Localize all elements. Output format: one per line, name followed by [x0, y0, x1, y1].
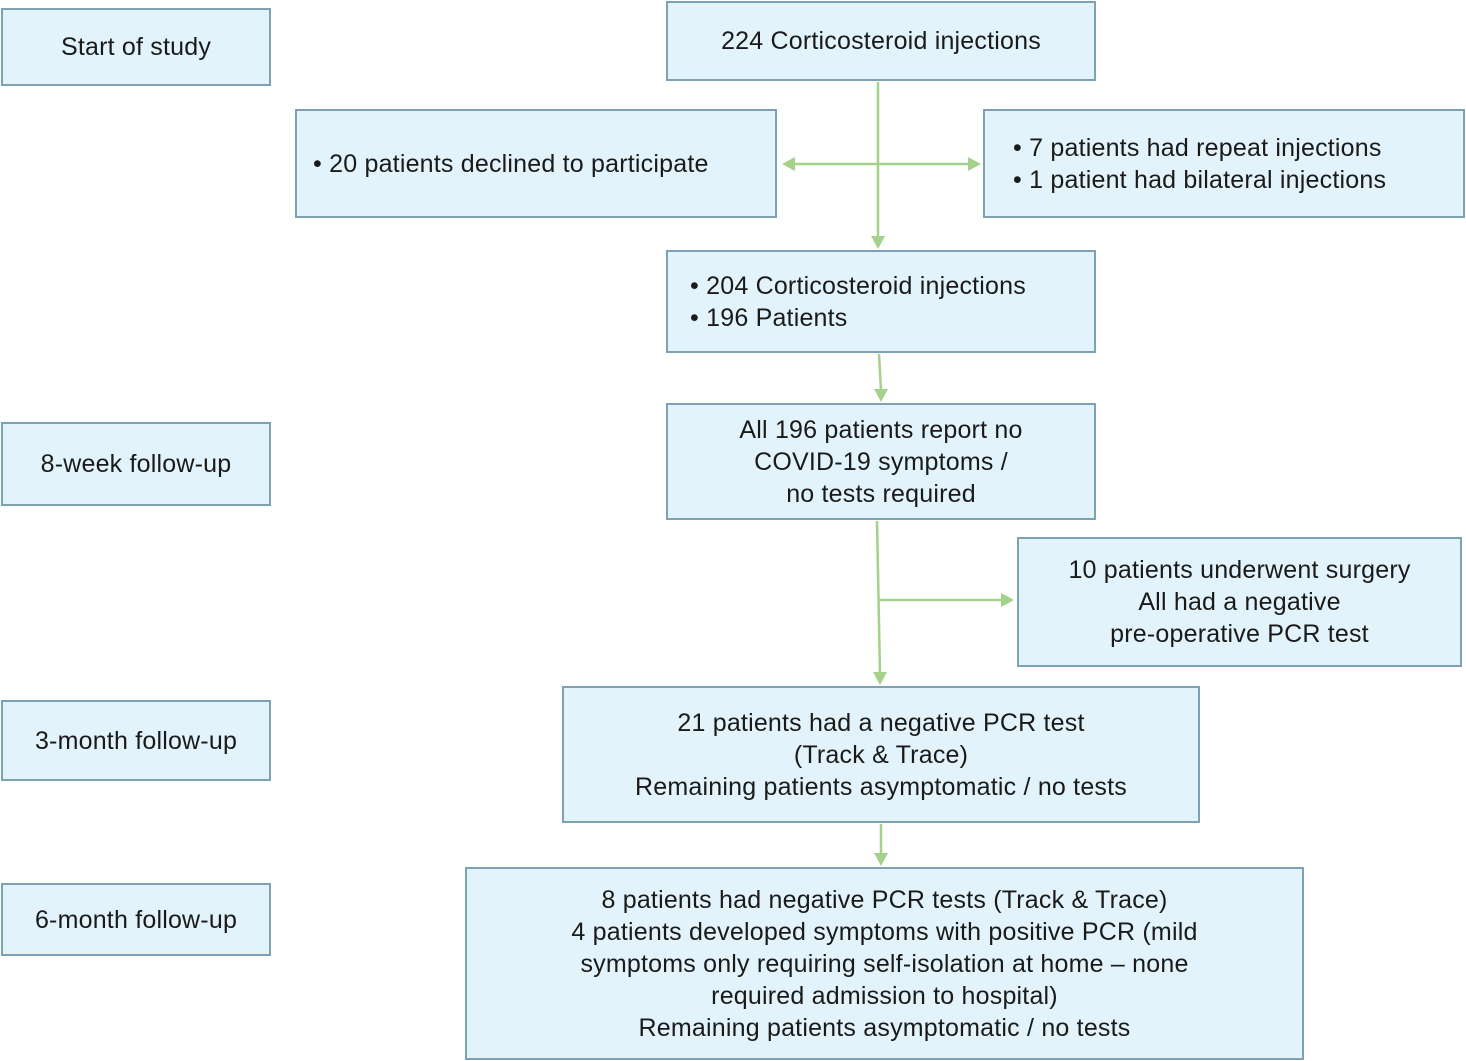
arrowhead-declined — [782, 157, 795, 171]
month6-result-box: 8 patients had negative PCR tests (Track… — [465, 867, 1304, 1060]
box-line: 8 patients had negative PCR tests (Track… — [601, 885, 1168, 914]
box-line: 21 patients had a negative PCR test — [677, 708, 1085, 737]
week8-result-box: All 196 patients report no COVID-19 symp… — [666, 403, 1096, 520]
box-line: 20 patients declined to participate — [313, 148, 709, 180]
excluded-box: 7 patients had repeat injections 1 patie… — [983, 109, 1465, 218]
month3-result-box: 21 patients had a negative PCR test (Tra… — [562, 686, 1200, 823]
box-line: 4 patients developed symptoms with posit… — [571, 917, 1198, 946]
declined-box: 20 patients declined to participate — [295, 109, 777, 218]
stage-label: 8-week follow-up — [40, 450, 232, 478]
arrowhead-included — [871, 236, 885, 249]
box-line: All had a negative — [1138, 588, 1341, 616]
stage-8-week-follow-up: 8-week follow-up — [1, 422, 271, 506]
stage-label: 6-month follow-up — [34, 905, 238, 934]
box-line: 224 Corticosteroid injections — [721, 27, 1041, 55]
stage-6-month-follow-up: 6-month follow-up — [1, 883, 271, 956]
stage-label: Start of study — [60, 33, 212, 61]
initial-injections-box: 224 Corticosteroid injections — [666, 1, 1096, 81]
box-line: (Track & Trace) — [793, 740, 969, 769]
stage-label: 3-month follow-up — [34, 726, 238, 755]
box-line: required admission to hospital) — [711, 981, 1058, 1010]
box-line: All 196 patients report no — [739, 415, 1023, 444]
box-line: symptoms only requiring self-isolation a… — [580, 949, 1189, 978]
box-line: 7 patients had repeat injections — [1013, 132, 1382, 164]
arrowhead-month3 — [873, 672, 887, 685]
arrowhead-surgery — [1001, 593, 1014, 607]
stage-start-of-study: Start of study — [1, 8, 271, 86]
surgery-box: 10 patients underwent surgery All had a … — [1017, 537, 1462, 667]
arrowhead-month6 — [874, 853, 888, 866]
box-line: Remaining patients asymptomatic / no tes… — [635, 772, 1127, 801]
box-line: no tests required — [786, 479, 976, 508]
included-box: 204 Corticosteroid injections 196 Patien… — [666, 250, 1096, 353]
stage-3-month-follow-up: 3-month follow-up — [1, 700, 271, 781]
arrowhead-excluded — [968, 157, 981, 171]
box-line: 204 Corticosteroid injections — [690, 270, 1026, 302]
box-line: pre-operative PCR test — [1110, 620, 1369, 648]
box-line: COVID-19 symptoms / — [754, 447, 1008, 476]
box-line: 1 patient had bilateral injections — [1013, 164, 1386, 196]
box-line: 10 patients underwent surgery — [1068, 556, 1411, 584]
box-line: 196 Patients — [690, 302, 848, 334]
connector-week8-to-month3 — [875, 520, 882, 675]
arrowhead-week8 — [874, 389, 888, 402]
box-line: Remaining patients asymptomatic / no tes… — [638, 1013, 1131, 1042]
connector-included-to-week8 — [877, 353, 883, 392]
